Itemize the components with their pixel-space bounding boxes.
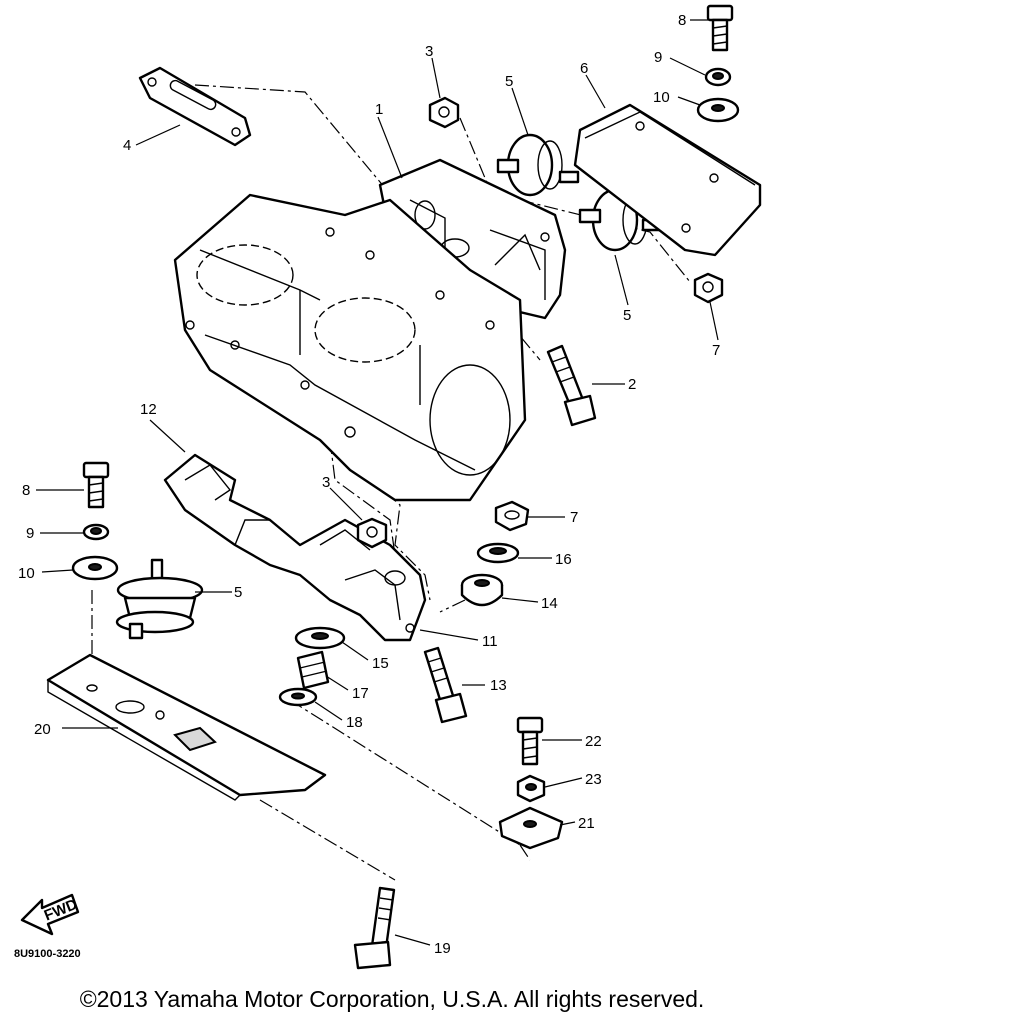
part-6-cover-plate [573, 103, 762, 257]
exploded-parts-diagram: FWD 1 2 3 3 [18, 4, 762, 970]
callout-3-top: 3 [425, 43, 433, 60]
callout-23: 23 [585, 771, 602, 788]
part-10-washer-top [696, 97, 740, 123]
part-5-rubber-mount-lower [115, 558, 204, 640]
part-21-plate [498, 806, 564, 850]
part-18-washer [278, 687, 318, 707]
part-3-nut-top [428, 96, 460, 129]
part-7-nut-mid [494, 500, 530, 532]
forward-direction-arrow-icon: FWD [20, 893, 80, 936]
part-12-lower-bracket [163, 453, 427, 642]
callout-5-right: 5 [623, 307, 631, 324]
callout-10-left: 10 [18, 565, 35, 582]
fwd-label: FWD [42, 896, 80, 925]
callout-13: 13 [490, 677, 507, 694]
callout-21: 21 [578, 815, 595, 832]
part-14-bushing [460, 573, 504, 607]
callout-4: 4 [123, 137, 131, 154]
callout-labels: 1 2 3 3 4 5 5 5 6 7 7 8 8 9 9 10 10 11 1… [18, 12, 720, 957]
part-5-rubber-mount-upper-a [496, 133, 580, 197]
part-8-bolt-left [82, 461, 110, 509]
part-13-bolt [423, 646, 468, 724]
part-10-washer-left [71, 555, 119, 581]
part-23-nut [516, 774, 546, 803]
callout-20: 20 [34, 721, 51, 738]
callout-2: 2 [628, 376, 636, 393]
part-2-bolt [546, 344, 597, 427]
callout-5-left: 5 [234, 584, 242, 601]
figure-code: 8U9100-3220 [14, 948, 81, 960]
callout-7-right: 7 [712, 342, 720, 359]
leader-lines [36, 19, 719, 946]
part-9-washer-left [82, 523, 110, 541]
callout-1: 1 [375, 101, 383, 118]
part-9-washer-top [704, 67, 732, 87]
part-15-washer [294, 626, 346, 650]
part-8-bolt-top [706, 4, 734, 52]
callout-19: 19 [434, 940, 451, 957]
callout-11: 11 [482, 633, 498, 650]
callout-7-mid: 7 [570, 509, 578, 526]
callout-9-left: 9 [26, 525, 34, 542]
callout-9-top: 9 [654, 49, 662, 66]
engine-cylinder-block [173, 193, 527, 502]
callout-22: 22 [585, 733, 602, 750]
callout-6: 6 [580, 60, 588, 77]
callout-8-left: 8 [22, 482, 30, 499]
callout-18: 18 [346, 714, 363, 731]
part-16-washer [476, 542, 520, 564]
callout-14: 14 [541, 595, 558, 612]
part-4-bracket [138, 66, 252, 147]
callout-8-top: 8 [678, 12, 686, 29]
part-20-base-plate [46, 653, 327, 801]
part-19-bolt [353, 886, 396, 970]
copyright-notice: ©2013 Yamaha Motor Corporation, U.S.A. A… [79, 986, 705, 1012]
callout-15: 15 [372, 655, 389, 672]
callout-5-top: 5 [505, 73, 513, 90]
callout-16: 16 [555, 551, 572, 568]
part-22-bolt [516, 716, 544, 766]
callout-3-mid: 3 [322, 474, 330, 491]
callout-17: 17 [352, 685, 369, 702]
part-3-nut-mid [356, 517, 388, 549]
callout-10-top: 10 [653, 89, 670, 106]
part-7-nut-right [693, 272, 724, 304]
callout-12: 12 [140, 401, 157, 418]
part-17-collar [296, 650, 330, 690]
